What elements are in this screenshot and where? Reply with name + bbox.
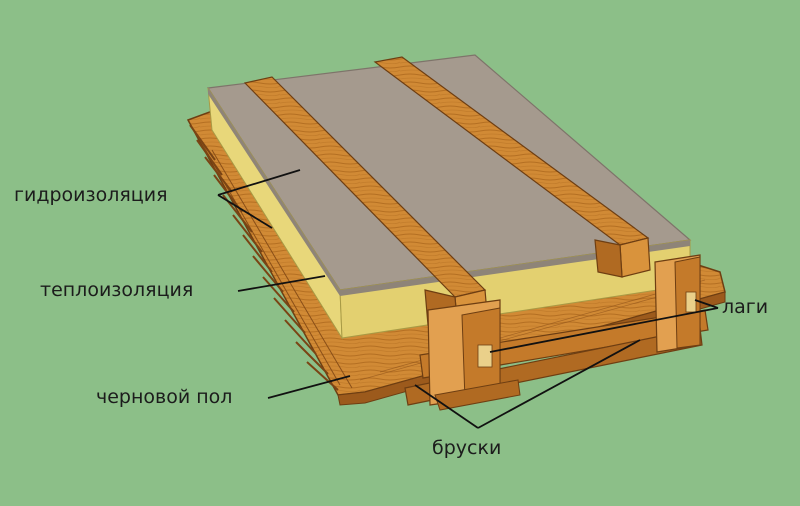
leader-bars-right <box>477 339 641 429</box>
leader-bars-left <box>414 384 479 429</box>
label-insulation: теплоизоляция <box>40 279 194 301</box>
label-waterproofing: гидроизоляция <box>14 184 168 206</box>
leader-subfloor <box>267 375 351 399</box>
label-bars: бруски <box>432 437 502 459</box>
leader-waterproofing-membrane <box>217 169 301 196</box>
label-subfloor: черновой пол <box>96 386 233 408</box>
leader-lines <box>217 169 719 429</box>
left-joist <box>243 76 521 411</box>
label-joists: лаги <box>722 296 769 318</box>
leader-waterproofing-edge <box>217 194 273 229</box>
right-joist <box>373 56 701 353</box>
subfloor-edge-ribs <box>189 124 339 391</box>
leader-insulation <box>237 275 326 292</box>
leader-joists-right <box>694 299 719 309</box>
leader-joists-left <box>489 307 719 353</box>
